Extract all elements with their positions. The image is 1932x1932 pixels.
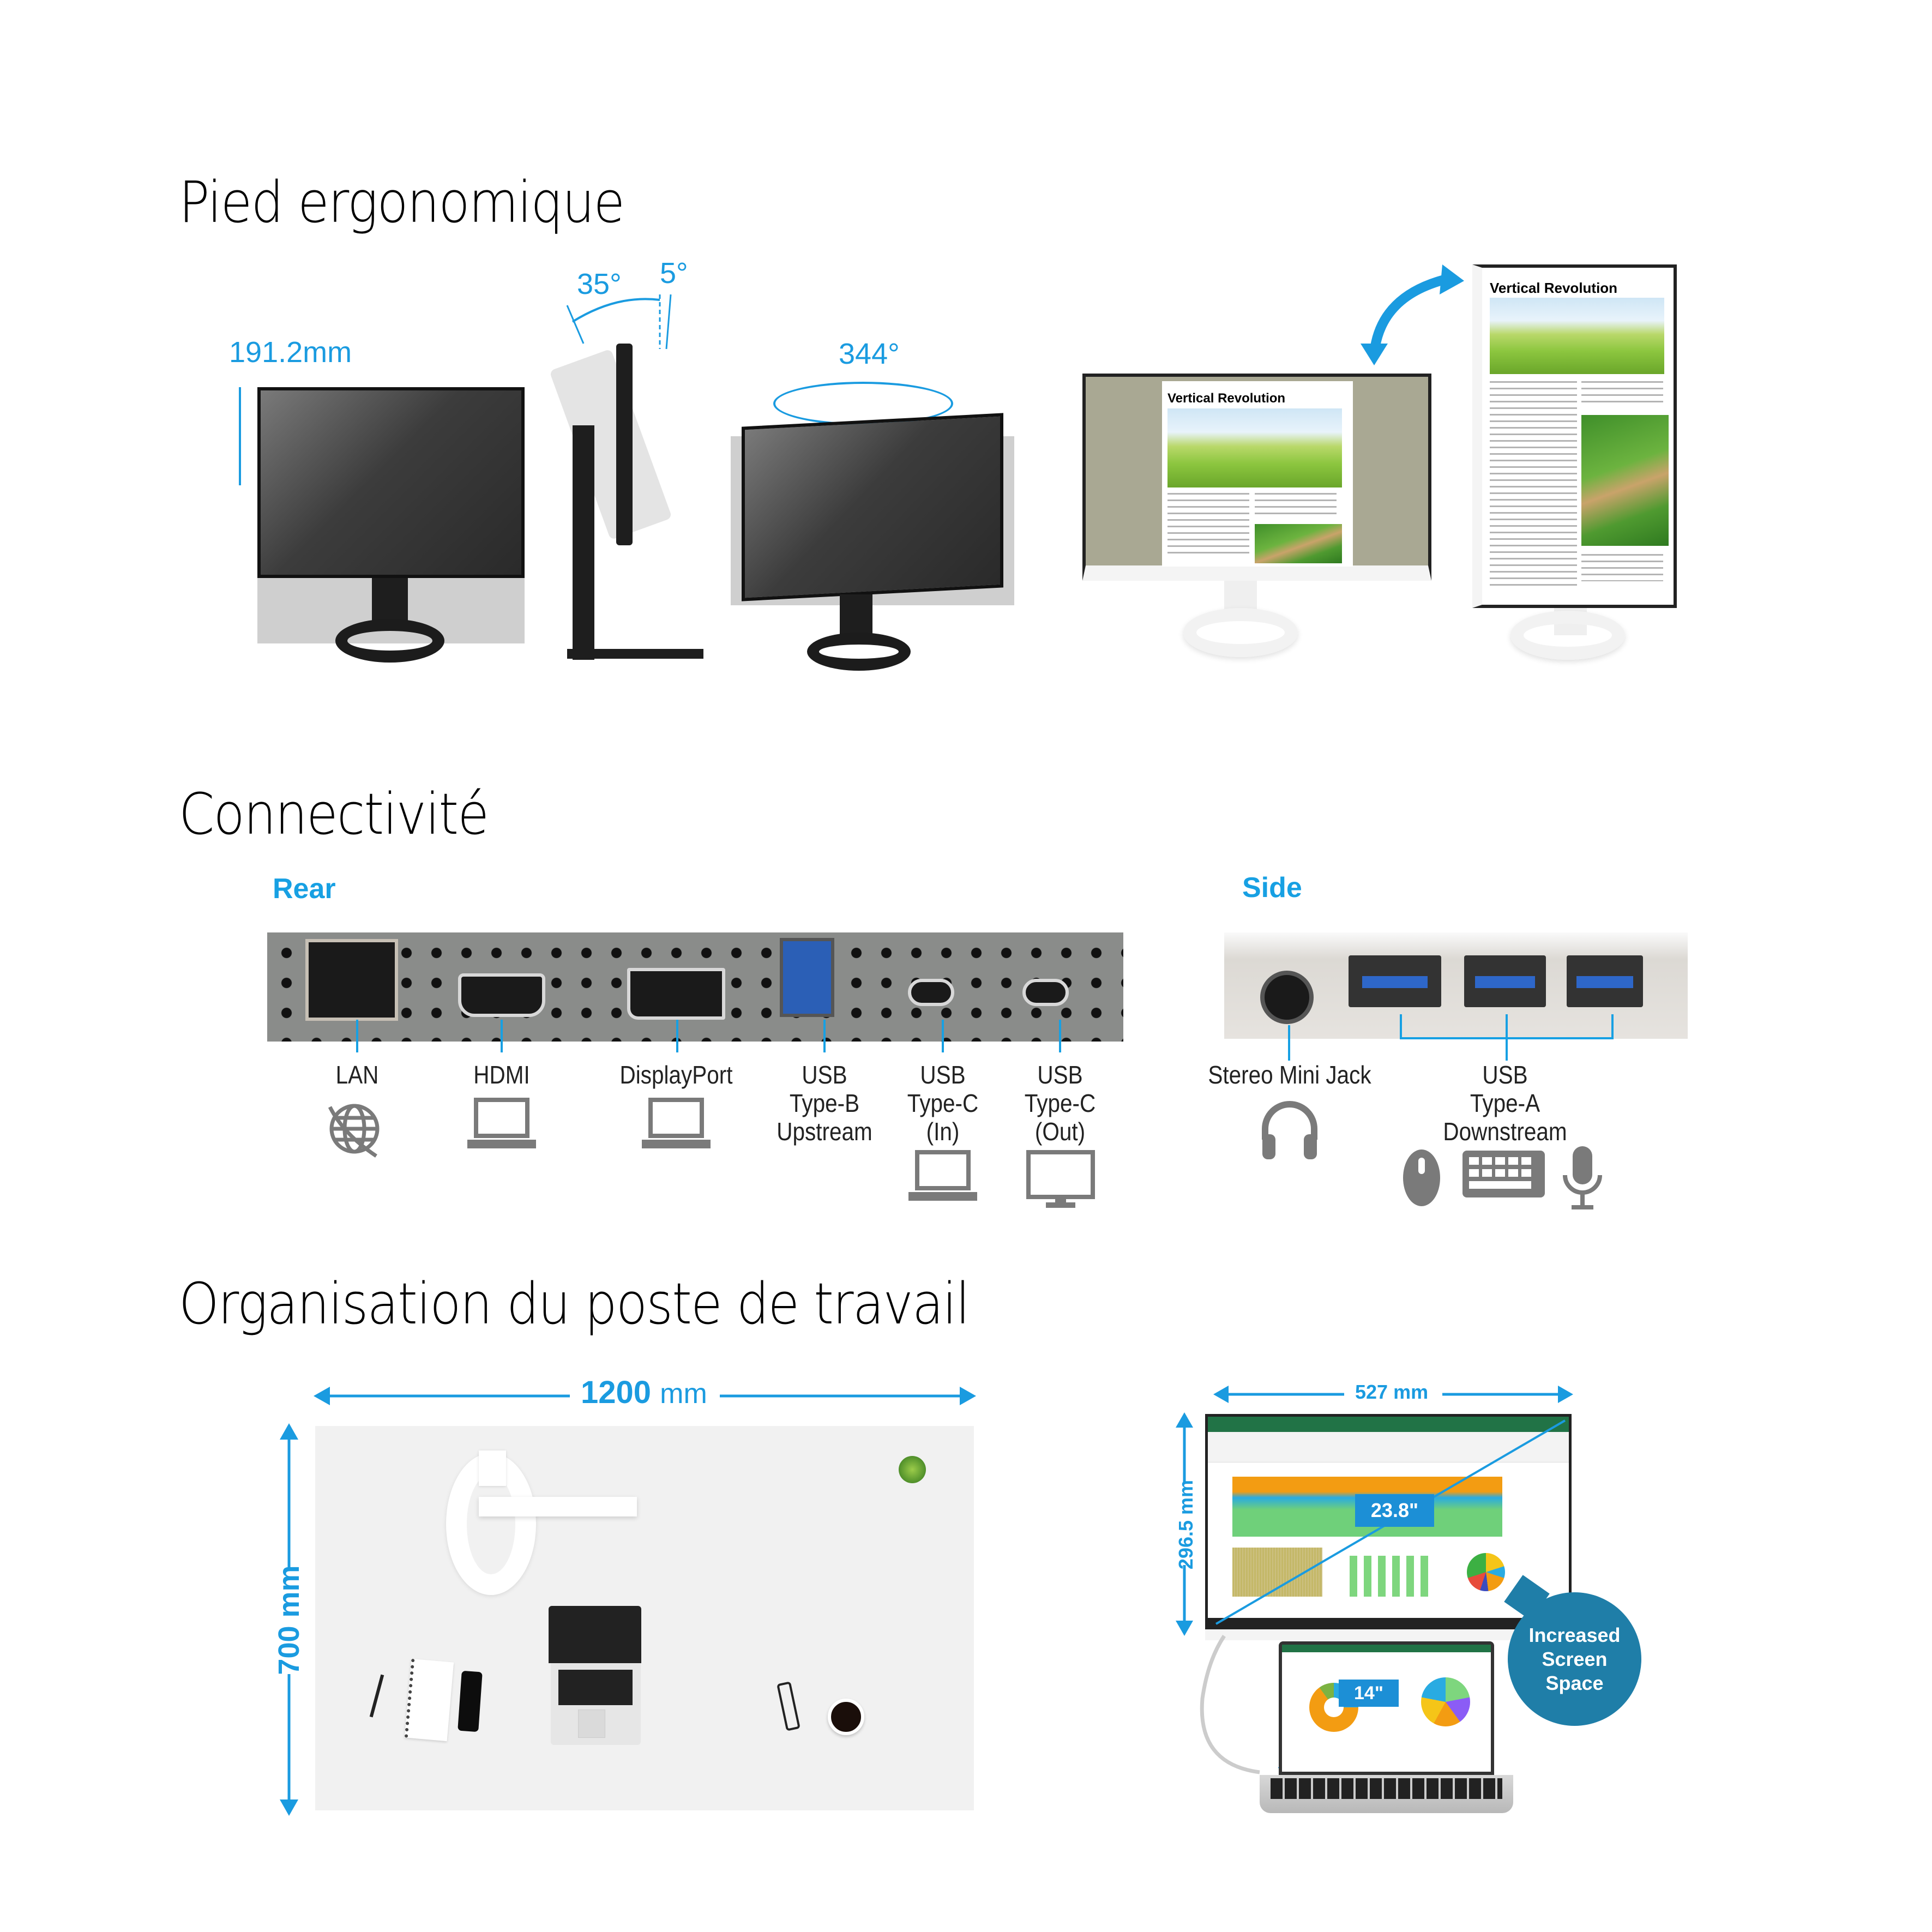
monitor-height-label: 296.5 mm [1175, 1479, 1197, 1570]
portrait-doc-title: Vertical Revolution [1490, 280, 1618, 296]
monitor-landscape: Vertical Revolution [1082, 374, 1431, 581]
side-label: Side [1242, 872, 1302, 904]
port-label-hdmi: HDMI [473, 1061, 530, 1089]
polar-chart [1421, 1677, 1470, 1726]
microphone-icon [1563, 1146, 1602, 1209]
notepad [404, 1658, 454, 1742]
pen [369, 1674, 384, 1718]
usb-a-port-1 [1349, 955, 1441, 1007]
pivot-arrow-icon [1361, 264, 1464, 365]
port-label-usb-c-out: USB Type-C (Out) [1024, 1061, 1096, 1146]
monitor-width-arrow-icon [1213, 1386, 1573, 1403]
white-stand-base [1510, 611, 1625, 660]
globe-icon [328, 1104, 380, 1158]
laptop-icon [642, 1098, 711, 1148]
laptop-trackpad [578, 1710, 605, 1738]
monitor-width-label: 527 mm [1355, 1381, 1429, 1403]
landscape-document: Vertical Revolution [1162, 381, 1353, 567]
tilt-arc-icon [566, 294, 672, 350]
section-title-workspace: Organisation du poste de travail [179, 1271, 970, 1337]
giraffe-photo [1255, 524, 1342, 563]
side-panel-photo [1224, 932, 1688, 1039]
swivel-label: 344° [839, 338, 900, 370]
keyboard-icon [1462, 1151, 1545, 1197]
port-label-usb-c-in: USB Type-C (In) [907, 1061, 979, 1146]
displayport-port [627, 968, 725, 1020]
monitor-front-raised [257, 387, 525, 578]
height-arrow-icon [239, 387, 241, 485]
hdmi-port [458, 973, 545, 1017]
monitor-side-panel [616, 344, 633, 545]
tilt-forward-label: 5° [660, 257, 688, 290]
port-label-lan: LAN [335, 1061, 379, 1089]
usb-c-cable [1200, 1635, 1260, 1774]
port-label-usb-b: USB Type-B Upstream [777, 1061, 872, 1146]
smartphone [458, 1670, 483, 1732]
laptop-keyboard [558, 1670, 633, 1705]
monitor-swivel-base [807, 633, 911, 671]
laptop-screen [549, 1606, 641, 1663]
giraffe-photo [1581, 415, 1669, 546]
grass-photo [1490, 298, 1664, 374]
rear-panel-photo [267, 932, 1123, 1042]
usb-type-b-port [780, 938, 834, 1017]
usb-c-in-port [908, 979, 954, 1006]
usb-a-port-2 [1464, 955, 1546, 1007]
glasses [777, 1681, 801, 1731]
increased-screen-space-callout: Increased Screen Space [1508, 1592, 1641, 1726]
monitor-height-arrow-icon [1176, 1412, 1193, 1636]
section-title-ergonomic: Pied ergonomique [179, 169, 625, 236]
lan-port [305, 939, 398, 1021]
laptop-diagonal-badge: 14" [1339, 1680, 1399, 1707]
height-adjust-label: 191.2mm [229, 336, 352, 369]
laptop-front-keyboard [1260, 1775, 1513, 1813]
desk-width-unit: mm [660, 1378, 707, 1410]
section-title-connectivity: Connectivité [179, 781, 489, 847]
plant [899, 1456, 926, 1483]
taskbar [1208, 1618, 1569, 1627]
audio-jack-port [1260, 971, 1314, 1024]
monitor-swivel-neck [840, 594, 872, 638]
monitor-stand-base [335, 619, 444, 663]
port-label-displayport: DisplayPort [619, 1061, 733, 1089]
monitor-side-foot [567, 649, 703, 659]
laptop-front-screen [1279, 1641, 1494, 1775]
monitor-top-view [479, 1497, 637, 1516]
desk-depth-label: 700 mm [273, 1565, 305, 1675]
port-label-usb-a: USB Type-A Downstream [1443, 1061, 1567, 1146]
usb-a-port-3 [1567, 955, 1643, 1007]
desk-width-arrow-icon [314, 1387, 976, 1405]
coffee-cup [828, 1699, 864, 1735]
rear-label: Rear [273, 873, 336, 905]
port-label-audio-jack: Stereo Mini Jack [1208, 1061, 1371, 1089]
laptop-base [551, 1663, 641, 1745]
desk-depth-arrow-icon [280, 1423, 298, 1816]
laptop-icon [908, 1150, 977, 1201]
monitor-side-stand [573, 425, 594, 660]
desk-width-number: 1200 [581, 1375, 652, 1410]
mouse-icon [1403, 1149, 1440, 1206]
desk-top-view [315, 1426, 974, 1810]
monitor-icon [1026, 1150, 1095, 1208]
usb-c-out-port [1022, 979, 1069, 1006]
landscape-doc-title: Vertical Revolution [1167, 391, 1286, 406]
laptop-icon [467, 1098, 536, 1148]
white-stand-base [1183, 608, 1298, 657]
excel-ribbon [1208, 1432, 1569, 1462]
desk-width-value: 1200 mm [581, 1374, 707, 1411]
bar-chart [1350, 1556, 1431, 1597]
monitor-swivel [742, 413, 1003, 601]
monitor-diagonal-badge: 23.8" [1355, 1494, 1434, 1527]
tilt-back-label: 35° [577, 268, 622, 300]
excel-titlebar [1208, 1417, 1569, 1432]
pie-chart [1467, 1553, 1505, 1591]
monitor-portrait: Vertical Revolution [1472, 264, 1677, 608]
headphones-icon [1262, 1101, 1317, 1159]
grass-photo [1167, 408, 1342, 487]
